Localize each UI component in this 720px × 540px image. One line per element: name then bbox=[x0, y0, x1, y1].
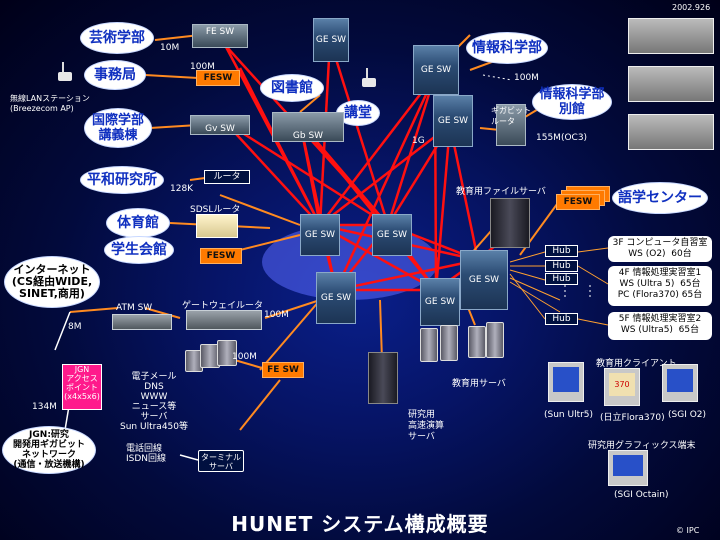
client-title: 教育用クライアント bbox=[596, 359, 677, 369]
ge-sw-johokagaku: GE SW bbox=[413, 45, 459, 95]
speed-100m-servers: 100M bbox=[232, 352, 257, 362]
atm-sw-label: ATM SW bbox=[116, 303, 153, 313]
fesw-jimukyoku: FESW bbox=[196, 70, 240, 86]
site-johokagaku: 情報科学部 bbox=[466, 32, 548, 64]
gateway-router-label: ゲートウェイルータ bbox=[182, 301, 264, 311]
research-server bbox=[368, 352, 398, 404]
date-label: 2002.926 bbox=[672, 3, 711, 12]
gb-sw-toshokan: Gb SW bbox=[272, 112, 344, 142]
sdsl-router-label: SDSLルータ bbox=[190, 205, 241, 215]
speed-155m: 155M(OC3) bbox=[536, 133, 588, 143]
fesw-gogaku: FESW bbox=[556, 194, 600, 210]
hub-4f-a: Hub bbox=[545, 260, 578, 272]
site-internet: インターネット (CS経由WIDE, SINET,商用) bbox=[4, 256, 100, 308]
ge-sw-core-3: GE SW bbox=[316, 272, 356, 324]
client-flora370: 370 bbox=[604, 368, 640, 406]
wireless-ap-icon bbox=[56, 60, 74, 82]
speed-10m: 10M bbox=[160, 43, 180, 53]
edu-server bbox=[420, 328, 438, 362]
hub-4f-b: Hub bbox=[545, 273, 578, 285]
terminal-server: ターミナル サーバ bbox=[198, 450, 244, 472]
speed-1g: 1G bbox=[412, 136, 425, 146]
site-taiikukan: 体育館 bbox=[106, 208, 170, 238]
site-geijutsu: 芸術学部 bbox=[80, 22, 154, 54]
speed-100m-jimukyoku: 100M bbox=[190, 62, 215, 72]
gigabit-router: ギガビット ルータ bbox=[491, 104, 531, 146]
hub-5f: Hub bbox=[545, 313, 578, 325]
research-server-label: 研究用 高速演算 サーバ bbox=[408, 410, 445, 442]
sdsl-router-icon bbox=[196, 214, 238, 238]
jgn-access-point: JGN アクセス ポイント (x4x5x6) bbox=[62, 364, 102, 410]
edu-server bbox=[440, 325, 458, 361]
client-sgi-o2-label: (SGI O2) bbox=[668, 410, 707, 420]
ge-sw-core-2: GE SW bbox=[372, 214, 412, 256]
ge-sw-core-4: GE SW bbox=[420, 278, 460, 326]
speed-100m-gateway: 100M bbox=[264, 310, 289, 320]
gateway-router bbox=[186, 310, 262, 330]
site-jimukyoku: 事務局 bbox=[84, 60, 146, 90]
site-toshokan: 図書館 bbox=[260, 74, 324, 102]
graphics-terminal-label: (SGI Octain) bbox=[614, 490, 669, 500]
fesw-gakuseikaikan: FESW bbox=[200, 248, 242, 264]
fesw-gogaku-stack: FESW bbox=[556, 186, 610, 210]
ge-sw-johokagaku-2: GE SW bbox=[433, 95, 473, 147]
atm-sw bbox=[112, 314, 172, 330]
phone-line-label: 電話回線 ISDN回線 bbox=[126, 444, 167, 464]
server-chassis-2 bbox=[628, 66, 714, 102]
graphics-title: 研究用グラフィックス端末 bbox=[588, 441, 696, 451]
client-sgi-o2 bbox=[662, 364, 698, 402]
speed-8m: 8M bbox=[68, 322, 82, 332]
page-title: HUNET システム構成概要 bbox=[231, 512, 489, 536]
speed-100m-johokagaku: 100M bbox=[514, 73, 539, 83]
server-chassis-3 bbox=[628, 114, 714, 150]
edu-server bbox=[468, 326, 486, 358]
lab-3f-box: 3F コンピュータ自習室 WS (O2) 60台 bbox=[608, 236, 712, 262]
hub-links bbox=[509, 247, 609, 326]
site-johokagaku-bekkan: 情報科学部 別館 bbox=[532, 84, 612, 120]
lab-5f-box: 5F 情報処理実習室2 WS (Ultra5) 65台 bbox=[608, 312, 712, 340]
graphics-terminal bbox=[608, 450, 648, 486]
client-sun-label: (Sun Ultr5) bbox=[544, 410, 594, 420]
site-gakuseikaikan: 学生会館 bbox=[104, 236, 174, 264]
ge-sw-edu: GE SW bbox=[460, 250, 508, 310]
site-heiwa: 平和研究所 bbox=[80, 166, 164, 194]
wireless-label: 無線LANステーション (Breezecom AP) bbox=[10, 94, 90, 113]
fesw-servers: FE SW bbox=[262, 362, 304, 378]
site-jgn-research: JGN:研究 開発用ギガビット ネットワーク (通信・放送機構) bbox=[2, 426, 96, 474]
server-chassis-1 bbox=[628, 18, 714, 54]
dotted-links bbox=[482, 74, 591, 298]
speed-134m: 134M bbox=[32, 402, 57, 412]
hub-3f: Hub bbox=[545, 245, 578, 257]
edu-server-label: 教育用サーバ bbox=[452, 379, 506, 389]
copyright-label: © IPC bbox=[676, 526, 700, 535]
wireless-ap-icon bbox=[360, 66, 378, 88]
gv-sw-kokusai: Gv SW bbox=[190, 115, 250, 135]
ge-sw-core-1: GE SW bbox=[300, 214, 340, 256]
file-server-rack bbox=[490, 198, 530, 248]
site-kodo: 講堂 bbox=[336, 100, 380, 126]
mail-server-label: 電子メール DNS WWW ニュース等 サーバ Sun Ultra450等 bbox=[120, 372, 188, 432]
client-hitachi-label: (日立Flora370) bbox=[600, 413, 665, 423]
ge-sw-top: GE SW bbox=[313, 18, 349, 62]
lab-4f-box: 4F 情報処理実習室1 WS (Ultra 5) 65台 PC (Flora37… bbox=[608, 266, 712, 306]
file-server-label: 教育用ファイルサーバ bbox=[456, 187, 546, 197]
fe-sw-geijutsu: FE SW bbox=[192, 24, 248, 48]
site-kokusai: 国際学部 講義棟 bbox=[84, 108, 152, 148]
edu-server bbox=[486, 322, 504, 358]
client-sun-ultra5 bbox=[548, 362, 584, 402]
speed-128k: 128K bbox=[170, 184, 194, 194]
server-tower bbox=[217, 340, 237, 366]
site-gogaku: 語学センター bbox=[612, 182, 708, 214]
router-heiwa: ルータ bbox=[204, 170, 250, 184]
flora-screen-text: 370 bbox=[609, 373, 635, 396]
